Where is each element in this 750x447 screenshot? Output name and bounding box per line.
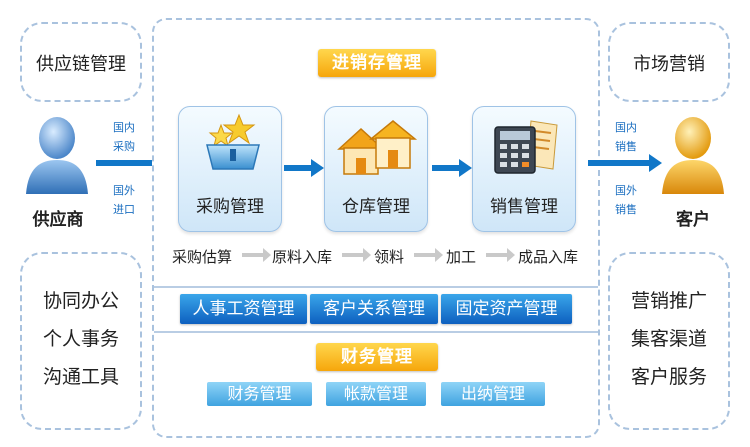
sales-card[interactable]: 销售管理 bbox=[472, 106, 576, 232]
center-to-customer-arrow bbox=[588, 154, 662, 172]
finance-management-button[interactable]: 财务管理 bbox=[207, 382, 312, 406]
flow-step: 原料入库 bbox=[272, 248, 333, 266]
sales-calculator-icon bbox=[494, 120, 558, 174]
supply-chain-box: 供应链管理 bbox=[20, 22, 142, 102]
office-item: 协同办公 bbox=[42, 290, 119, 312]
sales-card-label: 销售管理 bbox=[490, 197, 558, 217]
inventory-header: 进销存管理 bbox=[318, 49, 436, 77]
supply-chain-title: 供应链管理 bbox=[36, 54, 126, 75]
warehouse-to-sales-arrow bbox=[432, 159, 472, 177]
flow-step: 领料 bbox=[374, 248, 405, 266]
cashier-management-button[interactable]: 出纳管理 bbox=[441, 382, 545, 406]
flow-arrow bbox=[486, 248, 515, 262]
accounts-management-button[interactable]: 帐款管理 bbox=[326, 382, 426, 406]
marketing-services-box: 营销推广 集客渠道 客户服务 bbox=[608, 252, 730, 430]
warehouse-card[interactable]: 仓库管理 bbox=[324, 106, 428, 232]
marketing-item: 集客渠道 bbox=[630, 328, 707, 350]
center-divider-top bbox=[154, 286, 598, 288]
left-import-label: 国外进口 bbox=[113, 184, 135, 216]
office-item: 个人事务 bbox=[42, 328, 119, 350]
marketing-box: 市场营销 bbox=[608, 22, 730, 102]
purchase-basket-icon bbox=[206, 113, 260, 170]
right-domestic-label: 国内销售 bbox=[615, 121, 637, 153]
purchase-to-warehouse-arrow bbox=[284, 159, 324, 177]
marketing-item: 客户服务 bbox=[630, 366, 707, 388]
supplier-label: 供应商 bbox=[32, 210, 84, 230]
flow-arrow bbox=[414, 248, 443, 262]
supplier-to-center-arrow bbox=[96, 154, 172, 172]
left-domestic-label: 国内采购 bbox=[113, 121, 135, 153]
marketing-item: 营销推广 bbox=[630, 290, 707, 312]
warehouse-card-label: 仓库管理 bbox=[342, 197, 410, 217]
warehouse-houses-icon bbox=[337, 120, 418, 175]
flow-arrow bbox=[242, 248, 271, 262]
center-divider-bottom bbox=[154, 331, 598, 333]
office-box: 协同办公 个人事务 沟通工具 bbox=[20, 252, 142, 430]
purchase-card[interactable]: 采购管理 bbox=[178, 106, 282, 232]
office-item: 沟通工具 bbox=[42, 366, 119, 388]
hr-payroll-button[interactable]: 人事工资管理 bbox=[180, 294, 307, 324]
marketing-title: 市场营销 bbox=[633, 54, 705, 75]
flow-step: 加工 bbox=[446, 248, 477, 266]
customer-label: 客户 bbox=[676, 210, 710, 230]
right-export-label: 国外销售 bbox=[615, 184, 637, 216]
finance-header: 财务管理 bbox=[316, 343, 438, 371]
crm-button[interactable]: 客户关系管理 bbox=[310, 294, 438, 324]
flow-step: 成品入库 bbox=[518, 248, 579, 266]
flow-step: 采购估算 bbox=[172, 248, 233, 266]
customer-avatar-icon bbox=[658, 112, 728, 196]
purchase-card-label: 采购管理 bbox=[196, 197, 264, 217]
flow-arrow bbox=[342, 248, 371, 262]
fixed-assets-button[interactable]: 固定资产管理 bbox=[441, 294, 572, 324]
supplier-avatar-icon bbox=[22, 112, 92, 196]
